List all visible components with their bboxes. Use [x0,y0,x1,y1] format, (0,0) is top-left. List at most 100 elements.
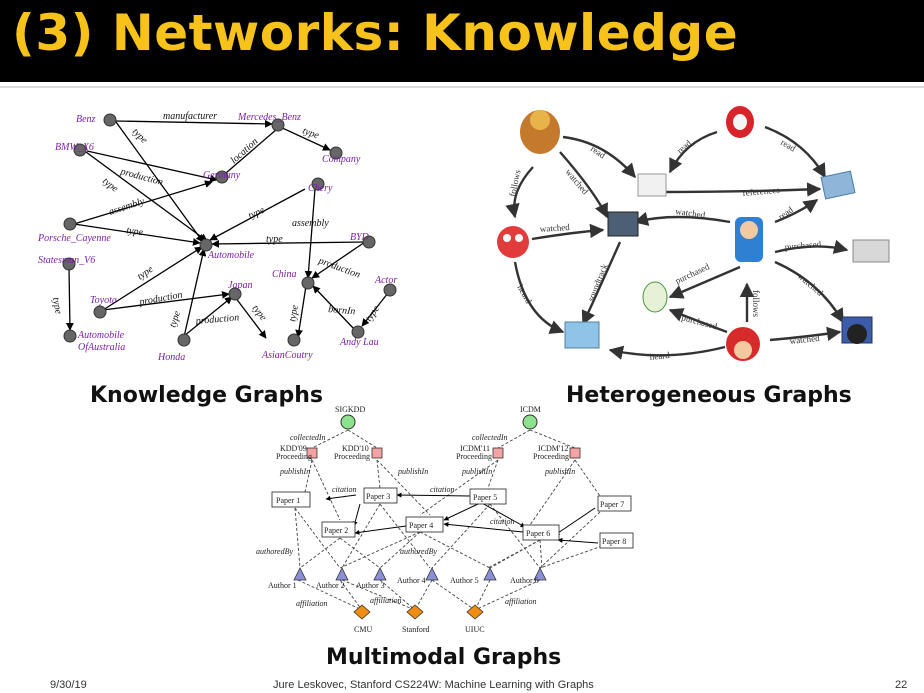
mm-node-author5: Author 5 [450,576,479,585]
kg-node-toyota: Toyota [90,295,117,306]
mm-node-icdm12-name: ICDM'12 [538,444,568,453]
kg-edge-type-1: type [301,125,321,141]
mm-node-kdd09-type: Proceeding [276,452,312,461]
mm-node-icdm11-type: Proceeding [456,452,492,461]
mm-node-kdd09-name: KDD'09 [280,444,307,453]
mm-node-icdm: ICDM [520,405,541,414]
kg-edge-assembly-1: assembly [108,196,147,218]
kg-node-automobile-australia-1: Automobile [77,330,125,341]
mm-node-author1: Author 1 [268,581,297,590]
kg-node-germany: Germany [203,170,241,181]
kg-node-statesman: Statesman_V6 [38,255,95,266]
kg-edge-type-2: type [130,126,150,146]
kg-edge-assembly-2: assembly [292,218,329,229]
hg-edge-read-4: read [776,204,795,221]
footer-page-number: 22 [895,679,908,691]
mm-edge-authoredby-2: authoredBy [400,547,437,556]
kg-node-china: China [272,269,296,280]
kg-edge-bornin: bornIn [328,304,356,317]
kg-node-japan: Japan [228,280,252,291]
kg-edge-type-3: type [100,176,120,195]
mm-node-paper8: Paper 8 [602,537,626,546]
mm-edge-publishin-3: publishIn [461,467,492,476]
kg-edge-production-2: production [316,255,362,281]
mm-edge-affiliation-1: affiliation [296,599,328,608]
mm-edge-collectedin-2: collectedIn [472,433,508,442]
kg-node-porsche: Porsche_Cayenne [37,233,111,244]
kg-edge-type-5: type [247,204,267,221]
mm-node-kdd10-name: KDD'10 [342,444,369,453]
mm-edge-affiliation-2: affiliation [370,596,402,605]
title-bar: (3) Networks: Knowledge [0,0,924,82]
kg-node-byd: BYD [350,232,370,243]
hg-edge-purchased-1: purchased [784,239,822,252]
hg-edge-read-2: read [675,138,694,156]
mm-node-author2: Author 2 [316,581,345,590]
hg-edge-watched-5: watched [789,333,820,346]
title-divider [0,86,924,88]
hg-edge-watched-2: watched [675,206,707,220]
hg-edge-references: references [742,185,780,198]
kg-edge-manufacturer: manufacturer [163,111,217,122]
kg-node-automobile: Automobile [207,250,255,261]
mm-edge-publishin-2: publishIn [397,467,428,476]
kg-edge-production-3: production [138,290,184,309]
hg-edge-read-3: read [779,137,798,154]
hg-edge-read-1: read [589,143,608,160]
mm-node-paper5: Paper 5 [473,493,497,502]
mm-node-author3: Author 3 [356,581,385,590]
kg-edge-type-10: type [287,304,301,323]
mm-edge-authoredby-1: authoredBy [256,547,293,556]
kg-edge-production-4: production [194,312,239,327]
slide-title: (3) Networks: Knowledge [12,4,739,62]
kg-edge-location: location [229,136,261,166]
mm-node-kdd10-type: Proceeding [334,452,370,461]
kg-node-actor: Actor [374,275,397,286]
hg-edge-follows-2: follows [751,290,761,317]
kg-node-company: Company [322,154,361,165]
kg-node-andylau: Andy Lau [339,337,379,348]
kg-node-chery: Chery [308,183,333,194]
mm-node-paper7: Paper 7 [600,500,624,509]
hg-edge-purchased-3: purchased [680,312,718,331]
mm-edge-publishin-1: publishIn [279,467,310,476]
mm-node-uiuc: UIUC [465,625,485,634]
kg-edge-type-12: type [50,297,64,316]
mm-edge-citation-3: citation [490,517,514,526]
hg-edge-soundtrack: soundtrack [586,262,610,303]
mm-node-paper3: Paper 3 [366,492,390,501]
mm-edge-publishin-4: publishIn [544,467,575,476]
mm-node-paper6: Paper 6 [526,529,550,538]
hg-edge-heard-2: heard [649,350,670,362]
footer-author: Jure Leskovec, Stanford CS224W: Machine … [273,679,594,691]
mm-node-sigkdd: SIGKDD [335,405,365,414]
kg-edge-type-4: type [126,225,145,238]
kg-edge-type-7: type [135,264,155,283]
kg-node-automobile-australia-2: OfAustralia [78,342,125,353]
hg-edge-watched-4: watched [796,271,826,298]
mm-edge-citation-1: citation [332,485,356,494]
heterogeneous-graphs-caption: Heterogeneous Graphs [566,383,852,408]
mm-node-paper4: Paper 4 [409,521,433,530]
multimodal-graphs-caption: Multimodal Graphs [326,645,562,670]
mm-node-paper2: Paper 2 [324,526,348,535]
knowledge-graph-diagram: Benz Mercedes_Benz Company BMW_X6 German… [37,111,397,363]
hg-edge-heard-1: heard [515,283,534,306]
mm-node-author6: Author 6 [510,576,539,585]
mm-edge-citation-2: citation [430,485,454,494]
kg-edge-type-6: type [266,234,283,245]
multimodal-graph-diagram: SIGKDD ICDM collectedIn collectedIn KDD'… [256,405,634,634]
kg-node-benz: Benz [76,114,96,125]
hg-edge-watched-3: watched [539,222,570,234]
mm-edge-collectedin-1: collectedIn [290,433,326,442]
heterogeneous-graph-diagram: read read read follows watched reference… [497,106,890,362]
kg-edge-production-1: production [118,166,164,188]
mm-node-paper1: Paper 1 [276,496,300,505]
mm-node-icdm12-type: Proceeding [533,452,569,461]
kg-node-asiancountry: AsianCoutry [261,350,313,361]
kg-edge-type-9: type [167,309,183,329]
mm-edge-affiliation-3: affiliation [505,597,537,606]
kg-node-bmw: BMW_X6 [55,142,94,153]
mm-node-icdm11-name: ICDM'11 [460,444,490,453]
footer-date: 9/30/19 [50,679,87,691]
